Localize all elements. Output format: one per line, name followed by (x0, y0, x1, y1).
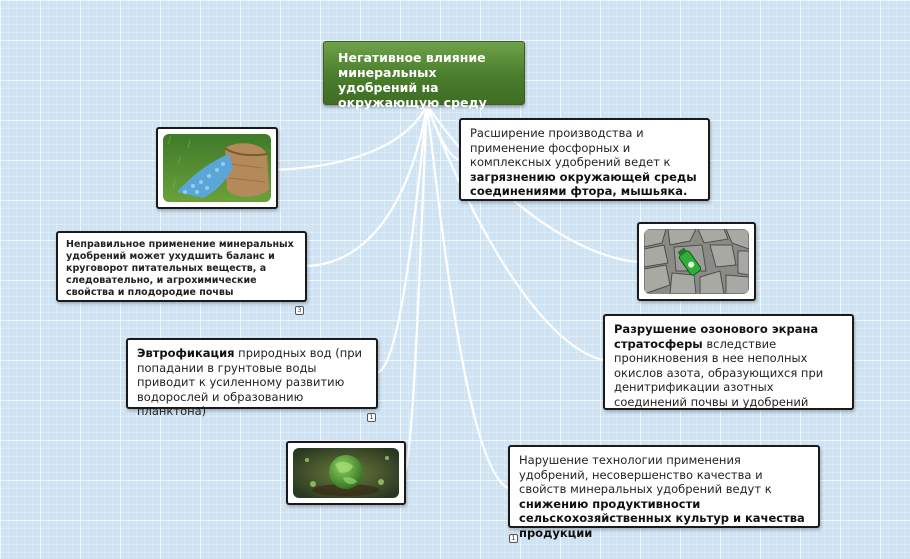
root-topic-title: Негативное влияние минеральных удобрений… (338, 50, 487, 110)
connector-to-eutroph (377, 103, 429, 374)
badge-productivity-count[interactable]: 1 (509, 534, 518, 543)
topic-fluorine-pollution[interactable]: Расширение производства и применение фос… (459, 118, 710, 201)
topic-productivity-text: Нарушение технологии применения удобрени… (519, 453, 772, 496)
topic-productivity-decline[interactable]: Нарушение технологии применения удобрени… (508, 445, 820, 540)
connector-to-sack (266, 103, 429, 172)
topic-ozone-destruction[interactable]: Разрушение озонового экрана стратосферы … (603, 314, 854, 410)
connector-to-productivity (425, 103, 510, 490)
topic-eutrophication-text: природных вод (при попадании в грунтовые… (137, 346, 363, 418)
topic-ozone-text: вследствие проникновения в нее неполных … (614, 336, 824, 409)
root-topic[interactable]: Негативное влияние минеральных удобрений… (323, 41, 525, 110)
cracked-stones-image (644, 229, 749, 294)
image-node-fertilizer-sack[interactable] (156, 127, 278, 209)
image-node-green-globe[interactable] (286, 441, 406, 505)
green-globe-image (293, 448, 399, 498)
connector-to-stones (425, 103, 640, 264)
connector-to-globe (404, 103, 429, 472)
badge-eutrophication-count[interactable]: 1 (367, 413, 376, 422)
topic-fluorine-bold: загрязнению окружающей среды соединениям… (470, 169, 697, 199)
connector-to-ozone (425, 103, 605, 362)
topic-misuse[interactable]: Неправильное применение минеральных удоб… (56, 231, 307, 302)
image-node-cracked-stones[interactable] (637, 222, 756, 301)
topic-misuse-text: Неправильное применение минеральных удоб… (66, 239, 294, 298)
topic-eutrophication[interactable]: Эвтрофикация природных вод (при попадани… (126, 338, 378, 418)
topic-fluorine-text: Расширение производства и применение фос… (470, 126, 671, 169)
fertilizer-sack-image (163, 134, 271, 202)
connector-to-misuse (306, 103, 429, 268)
topic-eutrophication-bold: Эвтрофикация (137, 346, 235, 360)
topic-productivity-bold: снижению продуктивности сельскохозяйстве… (519, 496, 805, 540)
badge-misuse-count[interactable]: 3 (295, 306, 304, 315)
topic-ozone-bold: Разрушение озонового экрана стратосферы (614, 322, 819, 351)
